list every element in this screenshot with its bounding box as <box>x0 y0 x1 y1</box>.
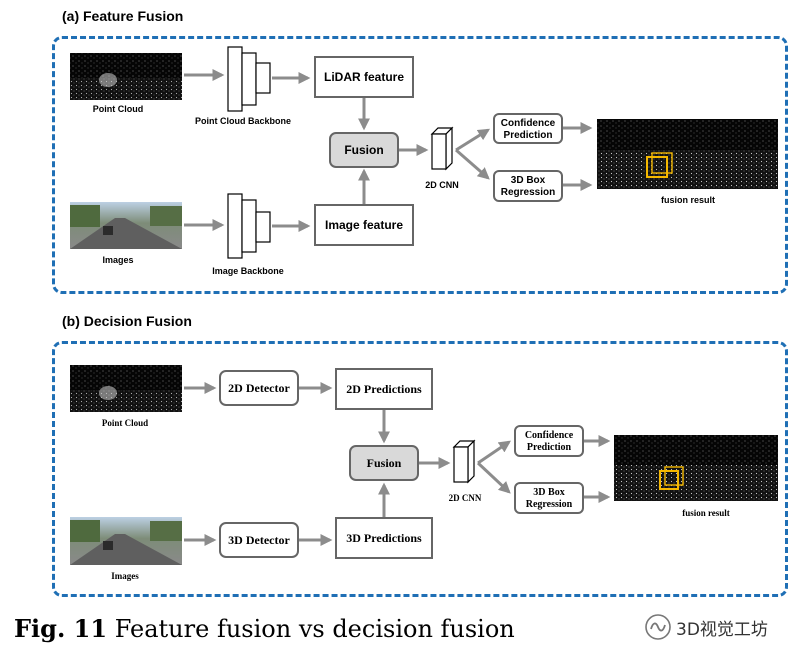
fusion-label-a: Fusion <box>344 143 383 157</box>
box-regression-a <box>493 170 563 202</box>
point-cloud-image-a <box>70 53 182 100</box>
figure-caption-text: Feature fusion vs decision fusion <box>114 615 515 643</box>
lidar-feature-box <box>314 56 414 98</box>
image-feature-box <box>314 204 414 246</box>
panel-b-title: (b) Decision Fusion <box>62 313 192 329</box>
fusion-result-label-b: fusion result <box>682 508 730 518</box>
watermark-text: 3D视觉工坊 <box>676 620 768 640</box>
arrow-cnn-box-b <box>476 461 511 494</box>
figure-caption: Fig. 11 Feature fusion vs decision fusio… <box>14 614 515 643</box>
predictions-2d-label: 2D Predictions <box>346 382 422 396</box>
confidence-line1-a: Confidence <box>501 118 556 129</box>
watermark: 3D视觉工坊 <box>644 612 794 640</box>
fusion-result-image-a <box>597 119 778 189</box>
predictions-2d-box <box>335 368 433 410</box>
cnn-block-a <box>430 126 454 171</box>
confidence-box-a <box>493 113 563 144</box>
confidence-box-b <box>514 425 584 457</box>
point-cloud-backbone-label: Point Cloud Backbone <box>195 116 291 126</box>
arrow-cnn-confidence-a <box>455 128 491 152</box>
detector-2d-box <box>219 370 299 406</box>
cnn-block-b <box>452 439 476 484</box>
arrow-cnn-confidence-b <box>477 440 511 465</box>
fusion-box-a <box>329 132 399 168</box>
image-backbone-block <box>227 193 271 259</box>
decision-fusion-panel <box>52 341 788 597</box>
image-feature-label: Image feature <box>325 218 403 232</box>
point-cloud-backbone-block <box>227 46 271 112</box>
image-backbone-label: Image Backbone <box>212 266 284 276</box>
images-label-a: Images <box>102 255 133 265</box>
fusion-label-b: Fusion <box>367 456 402 470</box>
fusion-diagram: Point Cloud Images Point Cloud Backbone … <box>70 46 778 581</box>
box-line1-b: 3D Box <box>533 487 564 498</box>
predictions-3d-label: 3D Predictions <box>346 531 422 545</box>
fusion-box-b <box>349 445 419 481</box>
figure-number: Fig. 11 <box>14 614 108 643</box>
box-line2-b: Regression <box>526 499 573 510</box>
cnn-label-a: 2D CNN <box>425 180 459 190</box>
detector-3d-label: 3D Detector <box>228 533 290 547</box>
box-line1-a: 3D Box <box>511 175 546 186</box>
camera-image-b <box>70 517 182 565</box>
fusion-result-image-b <box>614 435 778 501</box>
point-cloud-label-b: Point Cloud <box>102 418 148 428</box>
confidence-line2-a: Prediction <box>504 130 553 141</box>
box-line2-a: Regression <box>501 187 555 198</box>
camera-image-a <box>70 202 182 249</box>
fusion-result-label-a: fusion result <box>661 195 715 205</box>
wechat-channel-icon <box>645 614 671 640</box>
point-cloud-label-a: Point Cloud <box>93 104 144 114</box>
detector-2d-label: 2D Detector <box>228 381 290 395</box>
lidar-feature-label: LiDAR feature <box>324 70 404 84</box>
confidence-line2-b: Prediction <box>527 442 572 453</box>
cnn-label-b: 2D CNN <box>449 493 482 503</box>
arrow-cnn-box-a <box>455 148 490 180</box>
predictions-3d-box <box>335 517 433 559</box>
detector-3d-box <box>219 522 299 558</box>
feature-fusion-panel <box>52 36 788 294</box>
confidence-line1-b: Confidence <box>525 430 574 441</box>
point-cloud-image-b <box>70 365 182 412</box>
box-regression-b <box>514 482 584 514</box>
panel-a-title: (a) Feature Fusion <box>62 8 184 24</box>
images-label-b: Images <box>111 571 139 581</box>
